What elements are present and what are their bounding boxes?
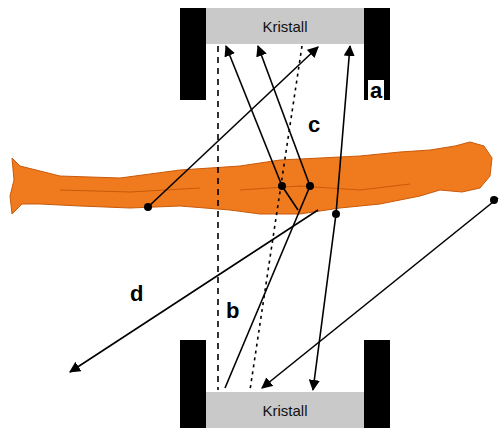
- housing-bar: [180, 8, 206, 100]
- gamma-ray-line: [217, 46, 219, 390]
- detector-label: Kristall: [262, 402, 307, 419]
- gamma-ray-line: [313, 46, 350, 390]
- human-body: [10, 142, 492, 214]
- housing-bar: [364, 340, 390, 428]
- crystal-detector: Kristall: [206, 8, 364, 44]
- detector-label: Kristall: [262, 18, 307, 35]
- callout-letter: a: [368, 80, 384, 102]
- gamma-ray-line: [250, 46, 302, 390]
- callout-letter: d: [128, 283, 145, 305]
- callout-letter: b: [224, 300, 241, 322]
- housing-bar: [180, 340, 206, 428]
- callout-letter: c: [306, 114, 322, 136]
- crystal-detector: Kristall: [206, 392, 364, 428]
